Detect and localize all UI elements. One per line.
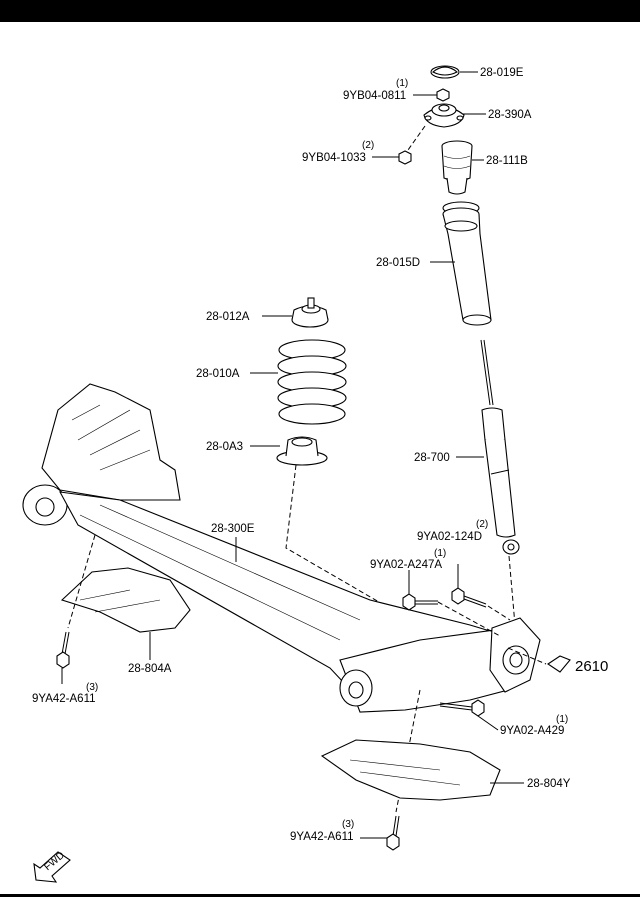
ref-arrow-2610 — [507, 647, 571, 673]
callout-28-019E: 28-019E — [480, 67, 524, 79]
bolt-A429 — [439, 699, 485, 717]
callout-9YB04-1033: 9YB04-1033 — [302, 152, 366, 164]
shock-top-mount — [423, 103, 465, 128]
dust-boot — [442, 201, 492, 326]
shock-absorber — [480, 339, 520, 555]
bolt-A611-left — [56, 631, 70, 669]
nut-upper — [436, 88, 450, 102]
callout-28-804Y: 28-804Y — [527, 778, 571, 790]
callout-28-111B: 28-111B — [486, 155, 528, 167]
ref-2610: 2610 — [575, 658, 608, 675]
callout-9YA02-A429: 9YA02-A429 — [500, 725, 564, 737]
header-bar — [0, 0, 640, 22]
callout-9YA02-124D-qty: (2) — [476, 519, 488, 530]
callout-28-015D: 28-015D — [376, 257, 420, 269]
under-cover-right — [320, 739, 501, 801]
callout-28-390A: 28-390A — [488, 109, 532, 121]
callout-28-804A: 28-804A — [128, 663, 172, 675]
callout-28-700: 28-700 — [414, 452, 450, 464]
callout-28-0A3: 28-0A3 — [206, 441, 243, 453]
spring-seat-upper — [291, 297, 329, 328]
coil-spring — [277, 339, 347, 425]
callout-9YA42-A611-left-qty: (3) — [86, 682, 98, 693]
footer-rule — [0, 894, 640, 897]
nut-mount — [398, 150, 412, 165]
callout-9YA42-A611-left: 9YA42-A611 — [32, 693, 96, 705]
callout-28-010A: 28-010A — [196, 368, 240, 380]
callout-9YB04-0811: 9YB04-0811 — [343, 90, 406, 102]
bump-stop — [441, 140, 473, 195]
callout-9YA42-A611-right-qty: (3) — [342, 819, 354, 830]
bolt-A611-right — [386, 815, 400, 851]
callout-28-012A: 28-012A — [206, 311, 250, 323]
shock-top-cap — [430, 65, 460, 79]
under-cover-left — [60, 567, 191, 633]
callout-28-300E: 28-300E — [211, 523, 255, 535]
callout-9YA02-A429-qty: (1) — [556, 714, 568, 725]
torsion-beam-axle — [22, 383, 541, 713]
fwd-arrow-icon: FWD — [33, 850, 71, 883]
bolt-124D — [451, 587, 487, 608]
bolt-A247A — [402, 593, 438, 611]
callout-9YA02-A247A: 9YA02-A247A — [370, 559, 442, 571]
spring-seat-lower — [276, 436, 328, 466]
callout-9YA02-124D: 9YA02-124D — [417, 531, 482, 543]
callout-9YA42-A611-right: 9YA42-A611 — [290, 831, 354, 843]
callout-9YB04-0811-qty: (1) — [396, 78, 408, 89]
callout-9YA02-A247A-qty: (1) — [434, 548, 446, 559]
callout-9YB04-1033-qty: (2) — [362, 140, 374, 151]
